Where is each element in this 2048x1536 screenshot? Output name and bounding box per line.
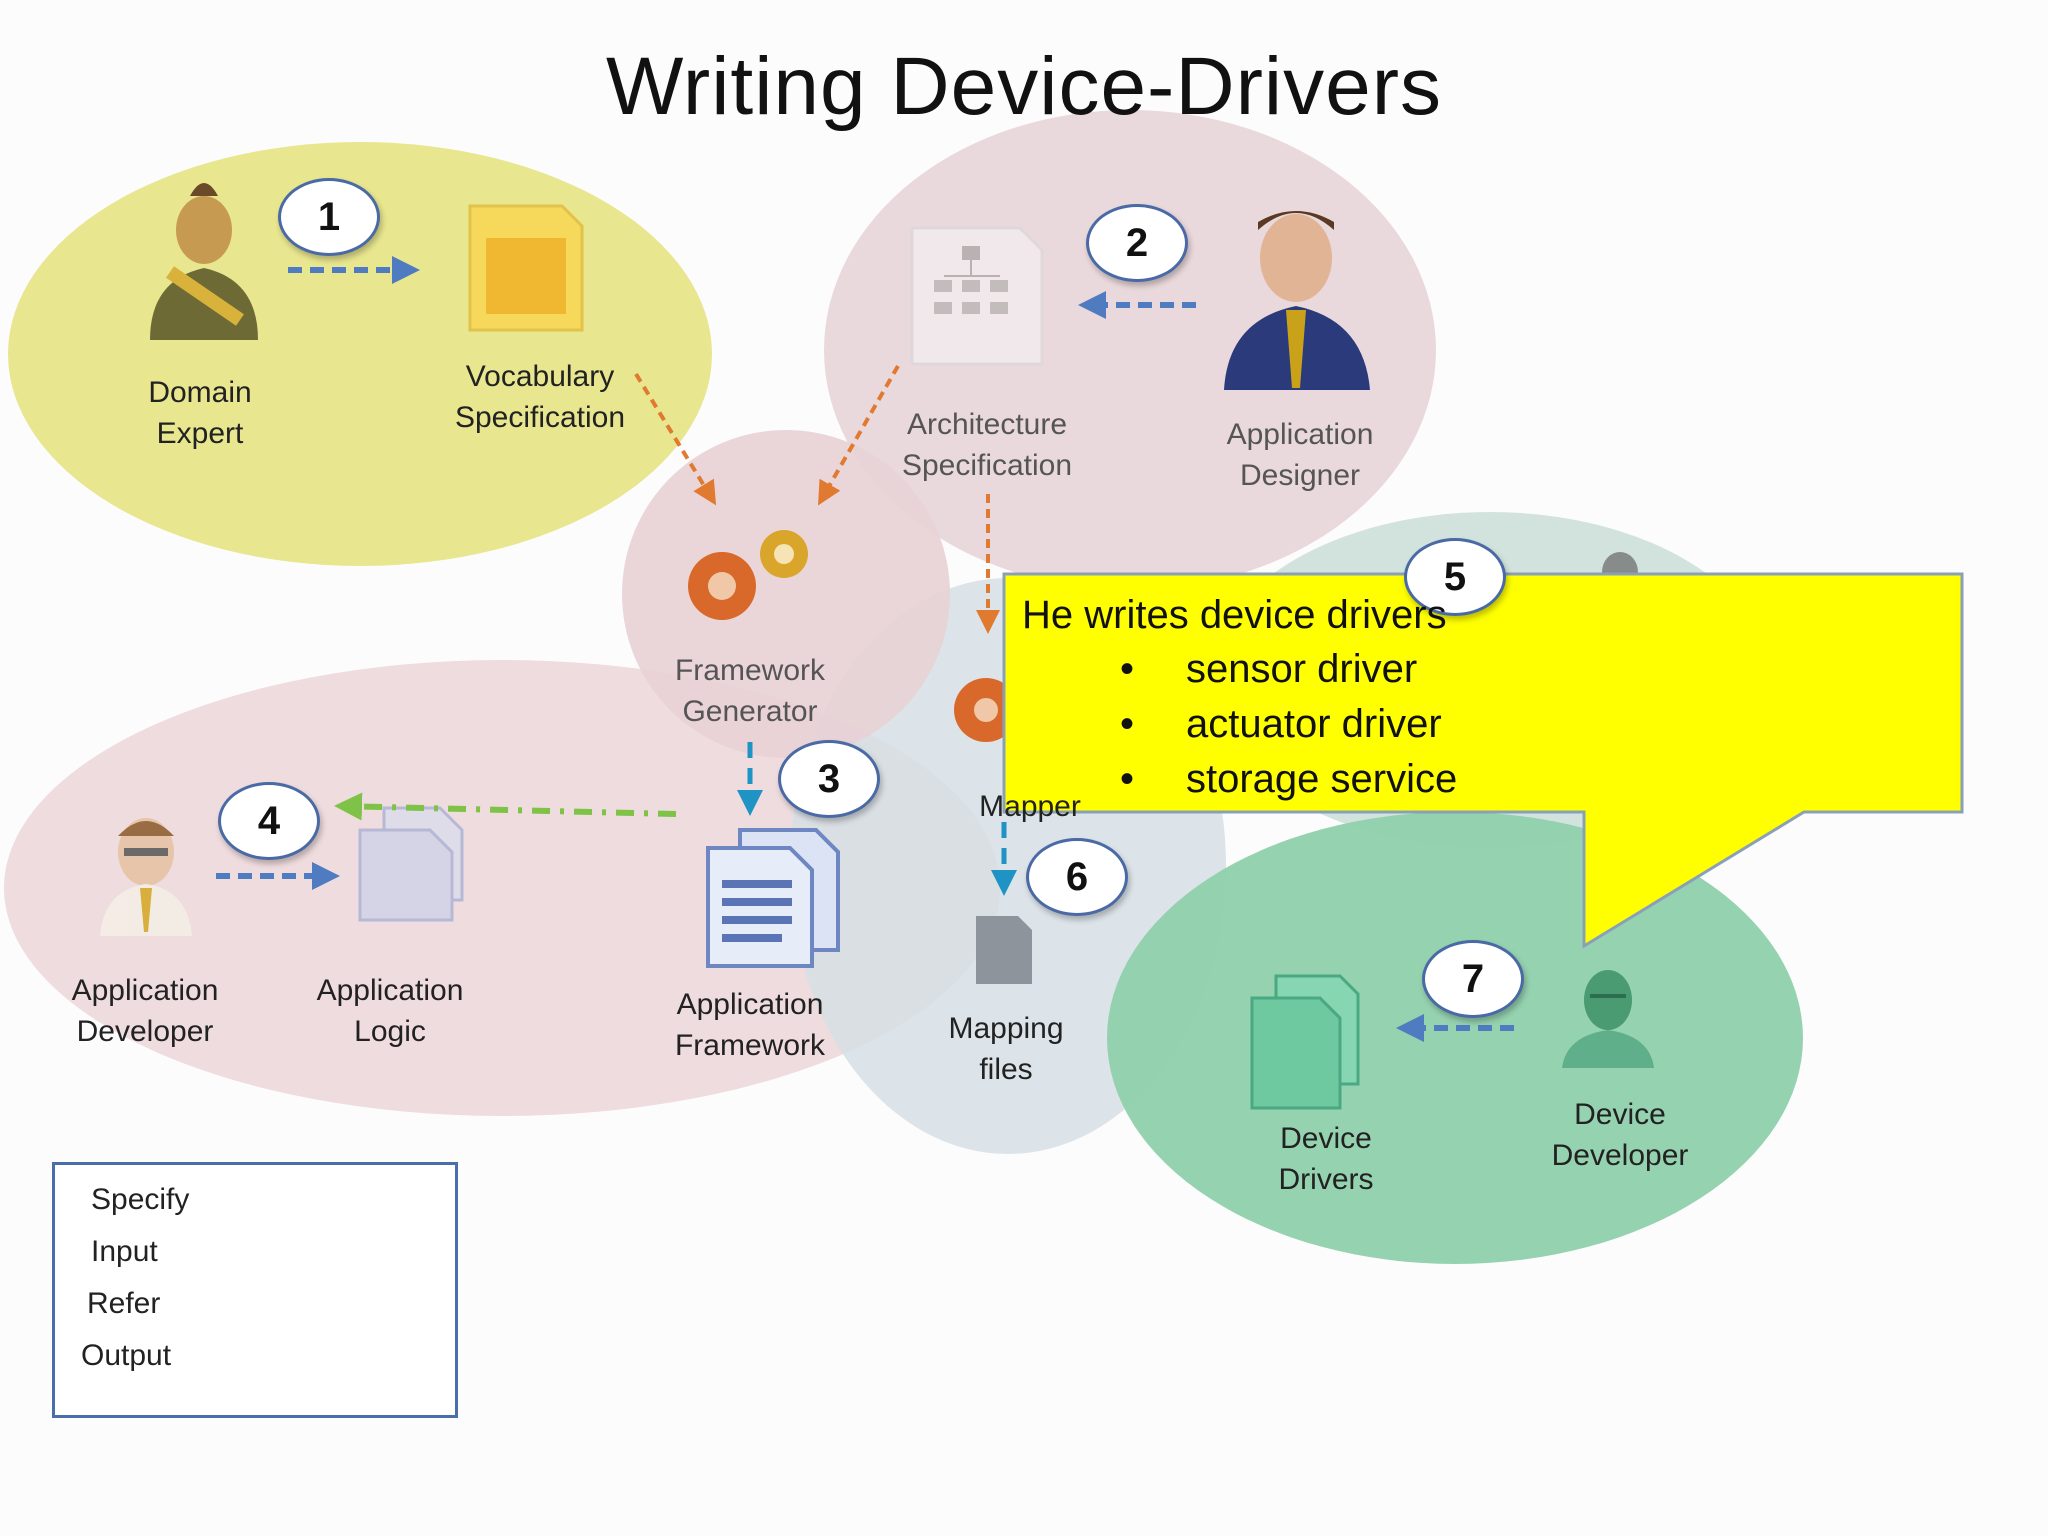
label-application-logic: Application Logic [316,974,464,1048]
label-device-drivers: Device Drivers [1278,1122,1374,1196]
mapping-file-icon [976,916,1032,984]
callout-list: sensor driver actuator driver storage se… [1022,642,1952,807]
legend-label-refer: Refer [87,1287,161,1320]
step-badge-1: 1 [278,178,380,256]
callout-item: sensor driver [1022,642,1952,697]
application-designer-icon [1224,211,1370,390]
domain-expert-icon [150,183,258,340]
callout-text: He writes device drivers sensor driver a… [1022,588,1952,807]
application-developer-icon [100,818,192,936]
framework-generator-gears-icon [688,530,808,620]
device-group [1107,812,1803,1264]
step-badge-3: 3 [778,740,880,818]
label-domain-expert: Domain Expert [148,376,252,450]
legend-row-refer: Refer [55,1287,455,1327]
legend-label-specify: Specify [91,1183,190,1216]
legend-label-output: Output [81,1339,172,1372]
arrow-input-vocabulary [634,372,717,506]
label-device-developer: Device Developer [1551,1098,1689,1172]
page-title: Writing Device-Drivers [605,41,1443,132]
callout-item: storage service [1022,752,1952,807]
application-logic-document-icon [358,806,464,922]
arrow-refer-3 [334,792,677,821]
device-developer-icon [1562,970,1654,1068]
legend-row-input: Input [55,1235,455,1275]
step-badge-7: 7 [1422,940,1524,1018]
step-badge-2: 2 [1086,204,1188,282]
arrow-input-architecture [818,365,900,506]
callout-heading: He writes device drivers [1022,593,1447,637]
mapper-gear-icon [954,678,1018,742]
step-badge-4: 4 [218,782,320,860]
label-application-developer: Application Developer [71,974,219,1048]
label-architecture-specification: Architecture Specification [901,408,1073,482]
legend-label-input: Input [91,1235,158,1268]
vocabulary-document-icon [468,204,584,332]
label-application-framework: Application Framework [674,988,825,1062]
label-vocabulary-specification: Vocabulary Specification [454,360,626,434]
step-badge-6: 6 [1026,838,1128,916]
device-drivers-documents-icon [1250,974,1360,1110]
legend-box: Specify Input Refer Output [52,1162,458,1418]
legend-row-specify: Specify [55,1183,455,1223]
label-framework-generator: Framework Generator [674,654,825,728]
application-framework-documents-icon [706,828,840,968]
callout-item: actuator driver [1022,697,1952,752]
label-application-designer: Application Designer [1226,418,1374,492]
legend-row-output: Output [55,1339,455,1379]
framework-generator-group [622,430,950,758]
label-mapping-files: Mapping files [948,1012,1064,1086]
architecture-document-icon [910,226,1044,366]
step-badge-5: 5 [1404,538,1506,616]
